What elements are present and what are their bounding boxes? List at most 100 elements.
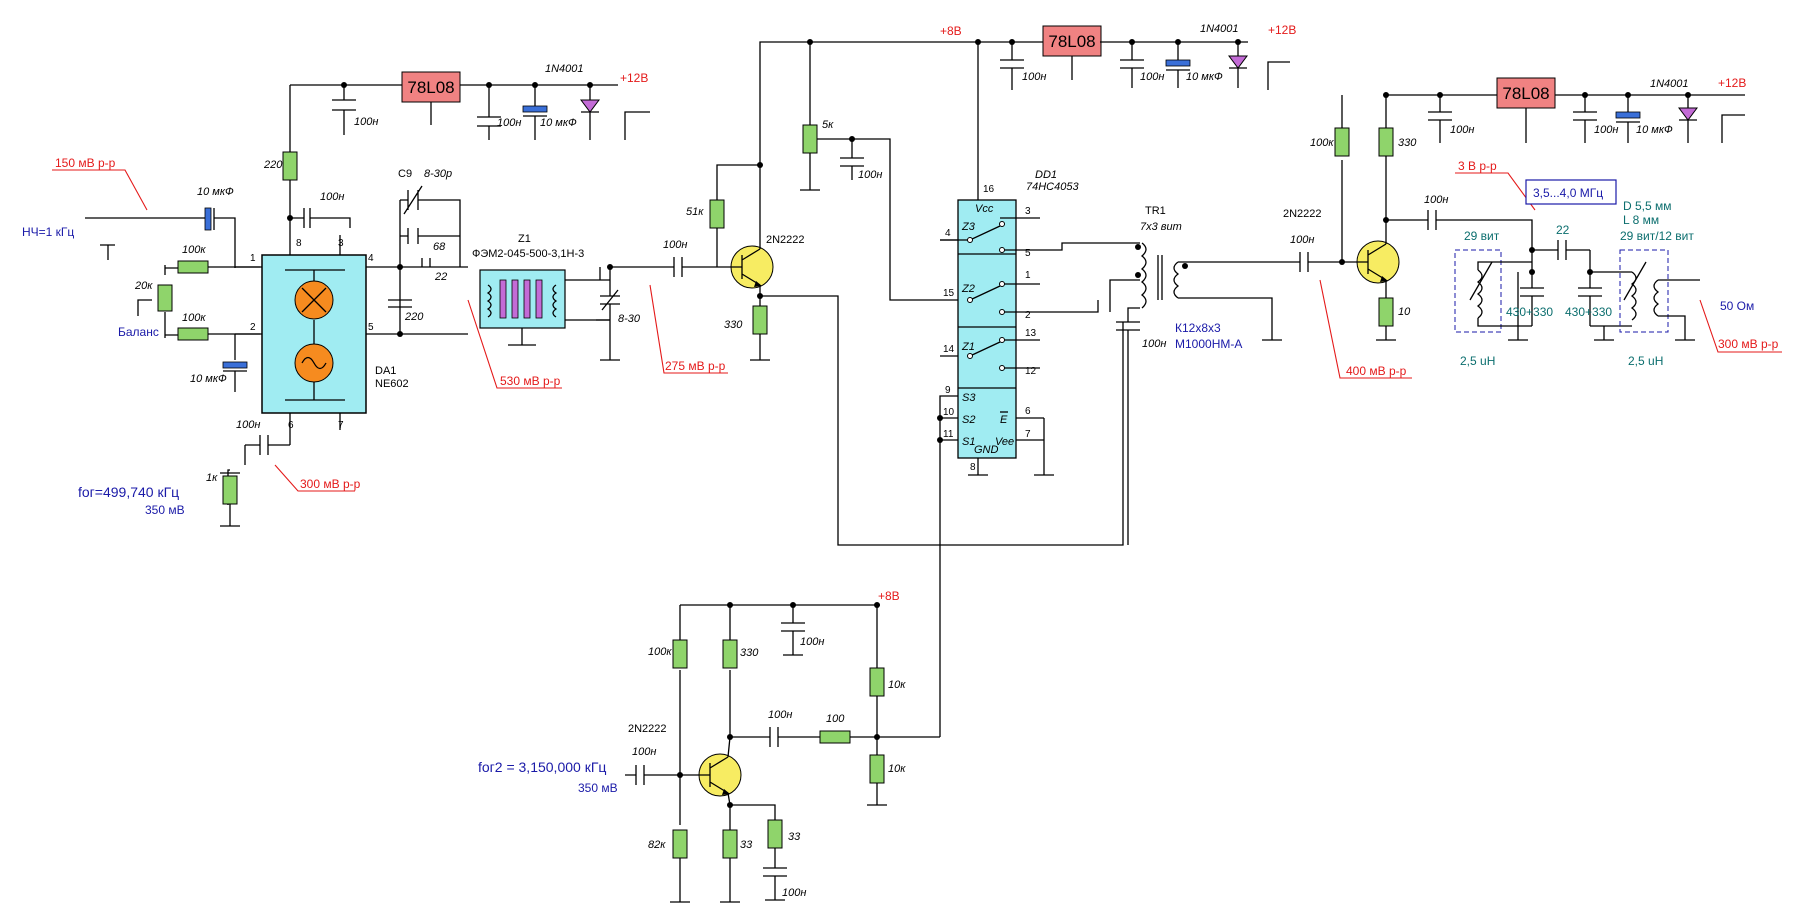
ind2-label: 2,5 uH <box>1628 354 1663 368</box>
svg-text:2: 2 <box>250 322 256 333</box>
resistor-82k <box>672 829 688 859</box>
tr1-core: К12х8х3 <box>1175 321 1221 335</box>
tr1-turns: 7х3 вит <box>1140 221 1182 233</box>
regulator-right-label: 78L08 <box>1502 84 1549 103</box>
svg-text:4: 4 <box>368 253 374 264</box>
power-12v-left: +12В <box>620 71 648 85</box>
lo2-level-label: 350 мВ <box>578 781 618 795</box>
svg-text:3: 3 <box>1025 206 1031 217</box>
resistor-100k-lo2 <box>672 639 688 669</box>
svg-text:7: 7 <box>338 420 344 431</box>
svg-text:10: 10 <box>943 407 955 418</box>
lo2-freq-label: fог2 = 3,150,000 кГц <box>478 759 606 775</box>
load-label: 50 Ом <box>1720 299 1754 313</box>
r100k-lo2-label: 100к <box>648 646 672 658</box>
q3-label: 2N2222 <box>628 723 667 735</box>
r51k-label: 51к <box>686 206 704 218</box>
r82k-label: 82к <box>648 839 666 851</box>
resistor-330-q1 <box>752 305 768 335</box>
c100n-t2-label: 100н <box>1140 71 1164 83</box>
switch-en: E <box>1000 414 1008 426</box>
switch-s3: S3 <box>962 392 976 404</box>
svg-text:6: 6 <box>288 420 294 431</box>
q2-label: 2N2222 <box>1283 208 1322 220</box>
svg-text:8: 8 <box>296 238 302 249</box>
power-12v-top: +12В <box>1268 23 1296 37</box>
cap2-label: 430+330 <box>1565 305 1612 319</box>
resistor-10k-top <box>869 667 885 697</box>
switch-vee: Vee <box>995 436 1014 448</box>
svg-text:15: 15 <box>943 288 955 299</box>
lo1-level-label: 350 мВ <box>145 503 185 517</box>
svg-text:5: 5 <box>1025 248 1031 259</box>
svg-text:2: 2 <box>1025 310 1031 321</box>
resistor-33-emitter <box>722 829 738 859</box>
level-af: 150 мВ р-р <box>55 156 116 170</box>
r10k-bottom-label: 10к <box>888 763 906 775</box>
power-8v-bottom: +8В <box>878 589 900 603</box>
turns1-label: 29 вит <box>1464 229 1500 243</box>
c100n-l1-label: 100н <box>354 116 378 128</box>
c100n-pot-label: 100н <box>858 169 882 181</box>
c100n-lo2-in-label: 100н <box>632 746 656 758</box>
resistor-220-supply <box>282 151 298 181</box>
c100n-l2-label: 100н <box>497 117 521 129</box>
svg-text:1: 1 <box>1025 270 1031 281</box>
balance-label: Баланс <box>118 325 159 339</box>
switch-vcc: Vcc <box>975 203 994 215</box>
resistor-10-emitter <box>1378 297 1394 327</box>
trim-ref: C9 <box>398 168 412 180</box>
coil-d: D 5,5 мм <box>1623 199 1672 213</box>
pot-5k <box>802 124 818 154</box>
resistor-100-series <box>819 730 851 744</box>
r5k-label: 5к <box>822 119 834 131</box>
switch-z3: Z3 <box>961 221 976 233</box>
af-input-label: НЧ=1 кГц <box>22 225 74 239</box>
resistor-51k <box>709 199 725 229</box>
c830-label: 8-30 <box>618 313 641 325</box>
c100n-driver-label: 100н <box>1290 234 1314 246</box>
c10u-l-label: 10 мкФ <box>540 117 577 129</box>
coil-l: L 8 мм <box>1623 213 1659 227</box>
regulator-78l08-left <box>401 71 461 103</box>
resistor-10k-bottom <box>869 754 885 784</box>
level-out: 300 мВ р-р <box>1718 337 1779 351</box>
c100n-r1-label: 100н <box>1450 124 1474 136</box>
switch-z2: Z2 <box>961 283 975 295</box>
r330-lo2-label: 330 <box>740 647 759 659</box>
svg-text:13: 13 <box>1025 328 1037 339</box>
band-label: 3,5...4,0 МГц <box>1533 186 1603 200</box>
power-8v-top: +8В <box>940 24 962 38</box>
svg-text:16: 16 <box>983 184 995 195</box>
c100n-r2-label: 100н <box>1594 124 1618 136</box>
svg-text:6: 6 <box>1025 406 1031 417</box>
switch-ref: DD1 <box>1035 169 1057 181</box>
ind1-label: 2,5 uH <box>1460 354 1495 368</box>
c10u-r-label: 10 мкФ <box>1636 124 1673 136</box>
resistor-100k-1 <box>177 260 209 274</box>
r1k-label: 1к <box>206 472 218 484</box>
c10u-t-label: 10 мкФ <box>1186 71 1223 83</box>
r220-label: 220 <box>263 159 283 171</box>
balance-pot-20k <box>157 284 173 312</box>
trim-val: 8-30р <box>424 168 452 180</box>
diode-left-label: 1N4001 <box>545 63 584 75</box>
c22-label: 22 <box>434 271 447 283</box>
turns2-label: 29 вит/12 вит <box>1620 229 1694 243</box>
switch-z1: Z1 <box>961 341 975 353</box>
r20k-label: 20к <box>134 280 153 292</box>
svg-text:11: 11 <box>943 429 954 440</box>
switch-s1: S1 <box>962 436 975 448</box>
level-lo1: 300 мВ р-р <box>300 477 361 491</box>
level-driver: 400 мВ р-р <box>1346 364 1407 378</box>
tr1-ferrite: М1000НМ-А <box>1175 337 1242 351</box>
band-box <box>1525 179 1617 205</box>
cap1-label: 430+330 <box>1506 305 1553 319</box>
svg-text:4: 4 <box>945 228 951 239</box>
resistor-330-collector <box>1378 127 1394 157</box>
q1-label: 2N2222 <box>766 234 805 246</box>
regulator-top-label: 78L08 <box>1048 32 1095 51</box>
r100k-bias-label: 100к <box>1310 137 1334 149</box>
r33-ac-label: 33 <box>788 831 801 843</box>
